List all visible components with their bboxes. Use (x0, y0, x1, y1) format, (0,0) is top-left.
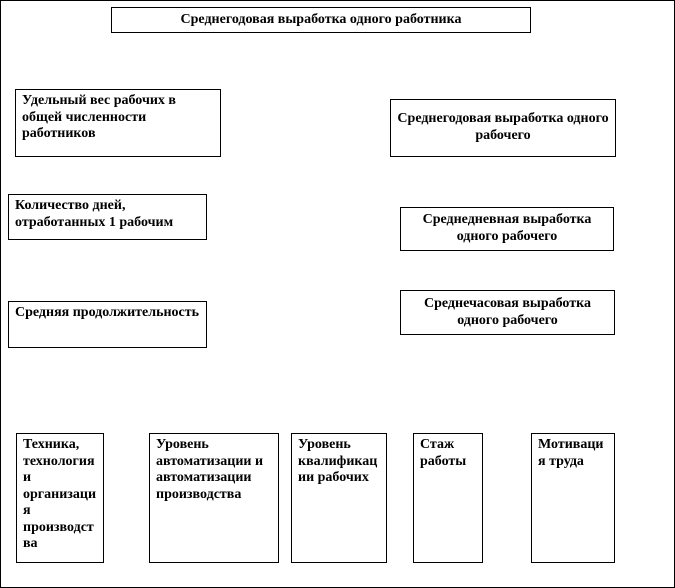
box-automation-level: Уровень автоматизации и автоматизации пр… (149, 433, 279, 563)
box-labor-motivation: Мотивация труда (531, 433, 615, 563)
box-qualification-level: Уровень квалификации рабочих (291, 433, 387, 563)
box-annual-output-per-worker: Среднегодовая выработка одного рабочего (390, 99, 616, 157)
box-work-experience: Стаж работы (413, 433, 483, 563)
box-share-of-workers: Удельный вес рабочих в общей численности… (15, 89, 221, 157)
box-daily-output-per-worker: Среднедневная выработка одного рабочего (400, 207, 614, 251)
box-days-worked: Количество дней, отработанных 1 рабочим (8, 194, 207, 240)
box-annual-output-per-employee: Среднегодовая выработка одного работника (111, 7, 531, 33)
box-average-duration: Средняя продолжительность (8, 301, 207, 348)
box-technology-organization: Техника, технология и организация произв… (16, 433, 104, 563)
box-hourly-output-per-worker: Среднечасовая выработка одного рабочего (400, 290, 615, 335)
